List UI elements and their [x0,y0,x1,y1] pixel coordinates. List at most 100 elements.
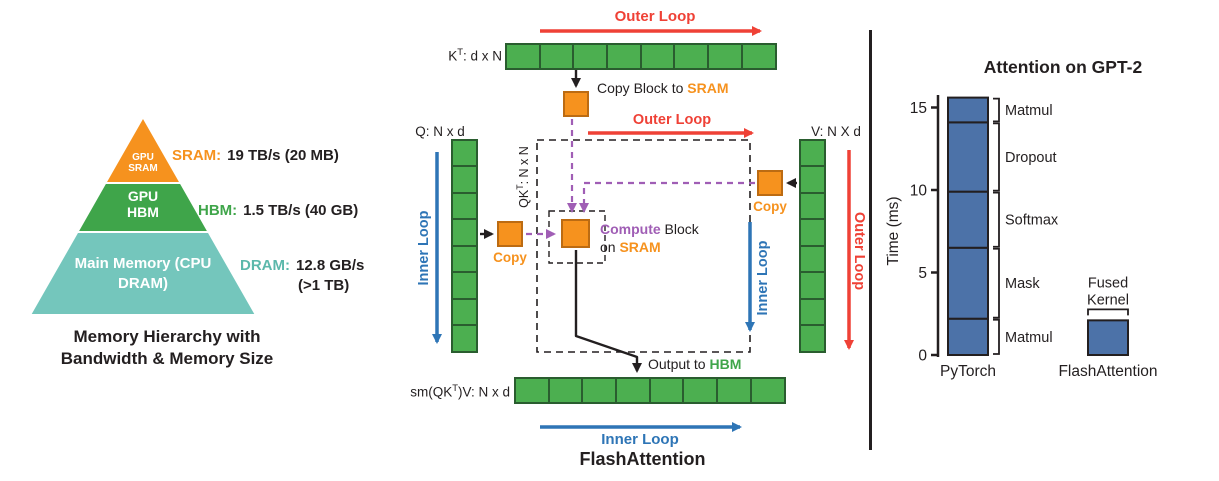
chart-segment-label: Matmul [1005,330,1053,346]
copy-block-to-sram-label: Copy Block to SRAM [597,80,729,96]
kt-base: K [448,48,458,64]
memory-caption-line1: Memory Hierarchy with [73,327,261,346]
chart-bar-segment [947,246,989,320]
outer-loop-mid-label: Outer Loop [632,112,712,128]
chart-fused-bracket [1087,308,1129,316]
outer-loop-right-label: Outer Loop [851,211,867,291]
kt-matrix-label: KT: d x N [420,47,502,64]
matrix-cell [749,377,786,404]
inner-loop-right-label: Inner Loop [755,240,771,316]
matrix-cell [799,297,826,327]
spec-hbm-name: HBM: [198,202,238,219]
chart-annotation-line: Fused [1088,275,1128,291]
spec-sram: SRAM: 19 TB/s (20 MB) [172,147,339,164]
chart-bar-segment [947,190,989,249]
vcopy-to-compute-arrow [579,181,755,213]
matrix-cell [606,43,643,70]
compute-sram-word: SRAM [619,238,661,255]
chart-segment-label: Mask [1005,276,1040,292]
output-hbm-text: HBM [709,356,742,372]
chart-segment-bracket [993,97,1000,123]
matrix-cell [451,297,478,327]
v-matrix-label: V: N X d [811,124,861,139]
copy-right-label: Copy [753,199,787,214]
matrix-cell [799,165,826,195]
block-word: Block [660,221,699,237]
qkt-sup: T [515,184,525,190]
inner-loop-bottom-label: Inner Loop [601,431,679,448]
pyramid-sram-label: GPU SRAM [128,152,158,175]
chart-segment-bracket [993,191,1000,248]
matrix-cell [451,218,478,248]
outer-loop-top-label: Outer Loop [614,8,696,25]
matrix-cell [505,43,542,70]
matrix-cell [538,43,575,70]
matrix-cell [799,244,826,274]
spec-dram: DRAM: 12.8 GB/s (>1 TB) [240,257,364,294]
copy-block-text: Copy Block to [597,80,688,96]
pyramid-dram-label: Main Memory (CPU DRAM) [74,255,212,292]
chart-category-label: PyTorch [940,363,996,380]
spec-sram-name: SRAM: [172,147,222,164]
matrix-cell [615,377,652,404]
sram-copy-block-top [563,91,589,117]
spec-dram-value2: (>1 TB) [298,277,350,294]
chart-bar-segment [947,317,989,356]
out-rest: )V: N x d [457,384,510,400]
pyramid-dram-band [30,231,256,315]
spec-hbm-value: 1.5 TB/s (40 GB) [243,202,359,219]
matrix-cell [451,165,478,195]
matrix-cell [740,43,777,70]
chart-y-axis-title: Time (ms) [885,196,902,265]
spec-dram-name: DRAM: [240,257,290,274]
matrix-cell [682,377,719,404]
memory-pyramid [30,117,256,315]
out-sup: T [452,383,458,394]
kt-rest: : d x N [462,48,502,64]
matrix-cell [572,43,609,70]
matrix-cell [799,191,826,221]
chart-category-label: FlashAttention [1058,363,1157,380]
kt-sup: T [457,47,463,58]
matrix-cell [451,139,478,168]
qkt-rest: : N x N [517,146,532,185]
matrix-cell [639,43,676,70]
chart-bar-segment [947,96,989,124]
chart-segment-label: Matmul [1005,103,1053,119]
matrix-cell [716,377,753,404]
memory-caption-line2: Bandwidth & Memory Size [60,349,274,369]
matrix-cell [547,377,584,404]
matrix-cell [799,218,826,248]
matrix-cell [514,377,551,404]
output-matrix [514,377,786,404]
output-to-hbm-label: Output to HBM [648,356,741,372]
matrix-cell [707,43,744,70]
chart-segment-label: Softmax [1005,213,1059,229]
matrix-cell [799,271,826,301]
compute-word: Compute [600,221,661,237]
spec-dram-value: 12.8 GB/s [296,257,365,274]
inner-loop-left-label: Inner Loop [416,210,432,286]
chart-y-tick-label: 5 [918,265,927,282]
matrix-cell [799,139,826,168]
q-matrix [451,139,478,353]
sram-copy-block-left [497,221,523,247]
qkt-base: QK [517,189,532,208]
chart-bar-segment [947,121,989,193]
chart-title: Attention on GPT-2 [983,57,1143,77]
spec-hbm: HBM: 1.5 TB/s (40 GB) [198,202,358,219]
matrix-cell [673,43,710,70]
matrix-cell [648,377,685,404]
sram-compute-block [561,219,590,248]
spec-sram-value: 19 TB/s (20 MB) [227,147,339,164]
panel-divider [869,30,872,450]
q-matrix-label: Q: N x d [415,124,465,139]
flashattention-caption: FlashAttention [579,449,706,469]
compute-to-output-arrow [574,250,642,373]
copy-left-label: Copy [493,250,527,265]
chart-annotation-line: Kernel [1087,292,1129,308]
chart-segment-bracket [993,318,1000,355]
copy-block-sram-text: SRAM [687,80,729,96]
